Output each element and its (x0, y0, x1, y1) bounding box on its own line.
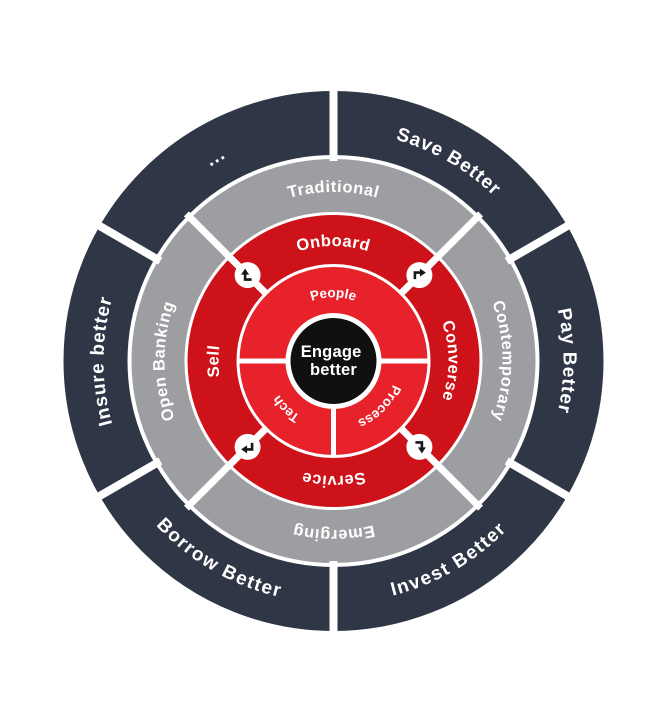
corner-arrow-badge-bottom-right (406, 433, 433, 460)
ring-channels-band (131, 159, 536, 563)
label-service-text: Service (300, 468, 367, 490)
label-traditional-text: Traditional (286, 178, 381, 202)
segment-divider (504, 457, 575, 503)
segment-divider (92, 457, 163, 503)
ring-outcomes-dividers (92, 85, 575, 637)
corner-arrow-badge-top-right (406, 262, 433, 289)
ring-journeys-band (187, 215, 480, 507)
label-people: People (308, 285, 359, 304)
corner-arrow-icon (413, 268, 426, 280)
label-service: Service (300, 468, 368, 490)
center-circle (290, 318, 377, 404)
label-emerging-text: Emerging (291, 521, 376, 544)
label-people-text: People (308, 285, 358, 304)
badge-circle (406, 433, 433, 460)
segment-divider (183, 461, 234, 511)
label-traditional: Traditional (286, 178, 382, 202)
corner-arrow-badge-top-left (234, 262, 261, 289)
badge-circle (234, 433, 261, 460)
corner-arrow-icon (241, 442, 254, 454)
ring-enablers-dividers (237, 358, 430, 457)
corner-arrow-badge-bottom-left (234, 433, 261, 460)
badge-circle (234, 262, 261, 289)
segment-divider (92, 219, 163, 265)
segment-divider (433, 211, 484, 261)
label-onboard-text: Onboard (295, 232, 372, 255)
label-sell: Sell (204, 344, 223, 378)
label-emerging: Emerging (291, 521, 377, 544)
corner-arrow-icon (241, 268, 252, 281)
label-sell-text: Sell (204, 344, 222, 378)
badge-circle (406, 262, 433, 289)
ring-channels-dividers (183, 211, 484, 511)
segment-divider (433, 461, 484, 511)
center-label-line1: Engage (301, 343, 362, 361)
center-label-line2: better (310, 361, 357, 379)
segment-divider (504, 219, 575, 265)
corner-arrow-icon (415, 441, 426, 454)
segment-divider (183, 211, 234, 261)
label-onboard: Onboard (295, 232, 373, 255)
center-label: Engage better (301, 343, 367, 379)
